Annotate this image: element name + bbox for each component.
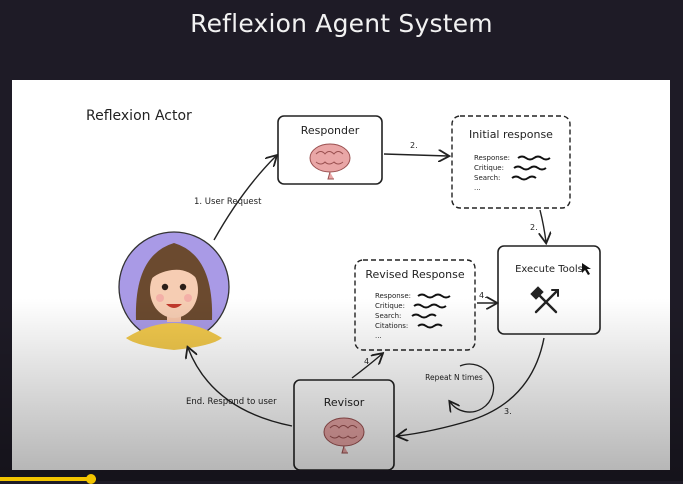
edge-initial-to-tools [540,209,546,242]
initial-response-label: Initial response [469,128,553,141]
revised-field-critique: Critique: [375,302,405,310]
initial-field-search: Search: [474,174,500,182]
execute-tools-node: Execute Tools [497,245,601,335]
revised-response-label: Revised Response [365,268,465,281]
squiggle-line [417,323,443,329]
edge-3-label: 3. [504,407,512,416]
brain-icon [309,143,351,180]
squiggle-line [413,303,447,309]
execute-tools-label: Execute Tools [515,264,583,275]
edge-user-request-label: 1. User Request [194,197,262,207]
edge-2a-label: 2. [410,141,418,150]
responder-label: Responder [301,124,360,137]
squiggle-line [517,155,551,161]
edge-user-request [213,156,276,241]
user-avatar [118,231,230,350]
responder-node: Responder [277,115,383,185]
page-title: Reflexion Agent System [190,8,493,38]
initial-response-node: Initial response Response: Critique: Sea… [451,115,571,209]
squiggle-line [411,313,437,319]
revised-field-response: Response: [375,292,411,300]
diagram-slide: Reflexion Actor Responder [12,80,670,470]
video-progress-handle[interactable] [86,474,96,484]
brain-icon [323,417,365,454]
repeat-loop: Repeat N times [425,363,495,412]
repeat-label: Repeat N times [425,373,483,382]
squiggle-line [511,175,537,181]
edge-revisor-to-revised [351,354,382,379]
actor-title: Reflexion Actor [86,108,192,124]
revised-response-node: Revised Response Response: Critique: Sea… [354,259,476,351]
squiggle-line [513,165,547,171]
cursor-icon [582,263,591,275]
edge-responder-to-initial [383,154,448,156]
edge-2b-label: 2. [530,223,538,232]
video-progress-bar[interactable] [0,477,96,481]
tools-icon [530,286,559,314]
initial-field-response: Response: [474,154,510,162]
edge-tools-to-revisor [398,337,545,436]
revised-field-ellipsis: ... [375,332,382,340]
revisor-node: Revisor [293,379,395,470]
initial-field-critique: Critique: [474,164,504,172]
revisor-label: Revisor [324,396,365,409]
initial-field-ellipsis: ... [474,184,481,192]
revised-field-citations: Citations: [375,322,408,330]
edge-4b-label: 4. [479,291,487,300]
squiggle-line [417,293,451,299]
edge-end-to-user [188,348,293,427]
reflexion-diagram: Reflexion Actor Responder [86,108,601,470]
edge-end-label: End. Respond to user [186,397,277,407]
revised-field-search: Search: [375,312,401,320]
edge-4a-label: 4. [364,357,372,366]
title-bar: Reflexion Agent System [0,0,683,46]
